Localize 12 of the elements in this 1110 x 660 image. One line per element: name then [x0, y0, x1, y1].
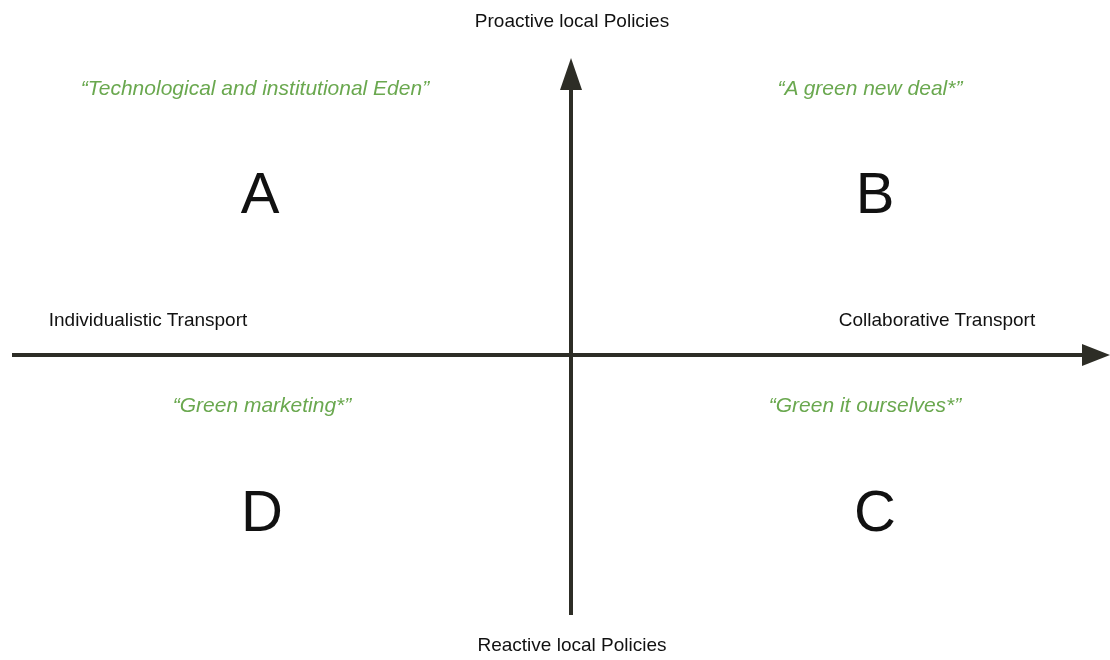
- quadrant-letter: B: [855, 160, 895, 227]
- quadrant-letter: C: [854, 478, 896, 545]
- scenario-title: “A green new deal*”: [777, 76, 963, 101]
- scenario-title: “Green it ourselves*”: [768, 393, 962, 418]
- axis-label: Proactive local Policies: [474, 10, 670, 32]
- quadrant-letter: D: [241, 478, 283, 545]
- axis-label: Collaborative Transport: [838, 309, 1036, 331]
- scenario-title: “Green marketing*”: [172, 393, 352, 418]
- quadrant-letter: A: [240, 160, 280, 227]
- scenario-title: “Technological and institutional Eden”: [80, 76, 430, 101]
- axis-label: Individualistic Transport: [48, 309, 248, 331]
- axis-label: Reactive local Policies: [477, 634, 667, 656]
